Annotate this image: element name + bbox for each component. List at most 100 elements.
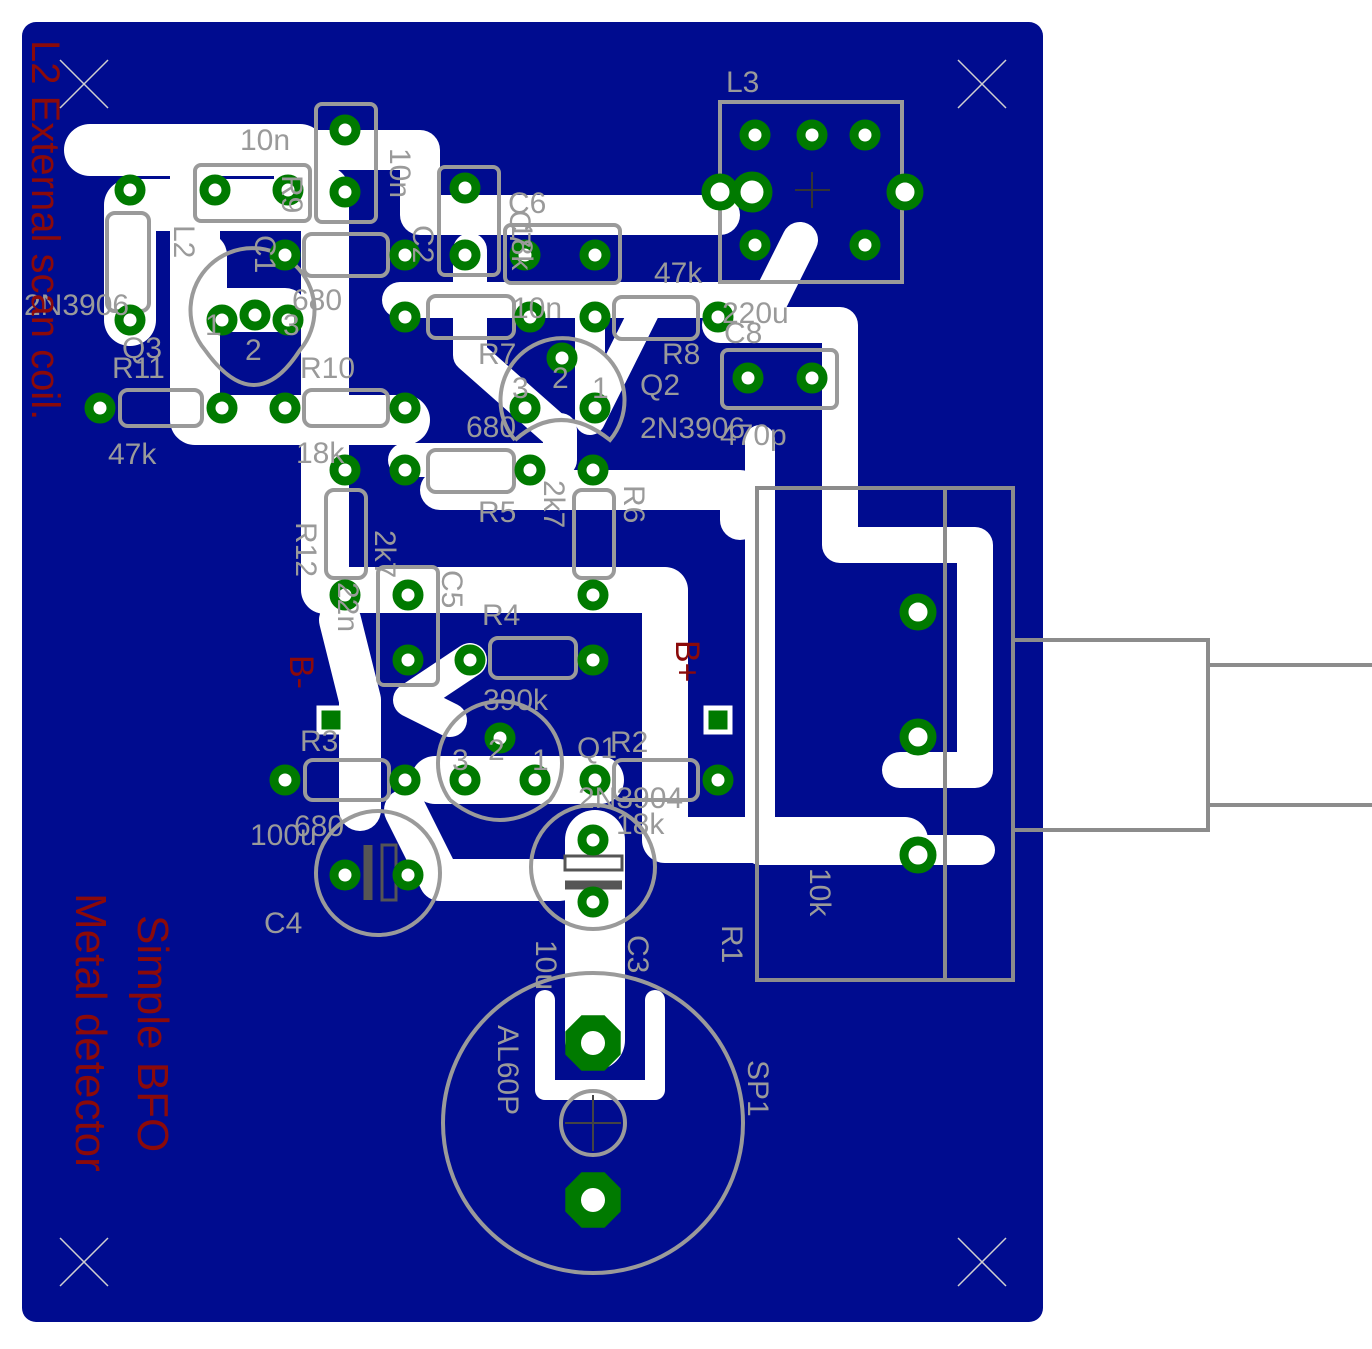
label-q1-value: 2N3904 xyxy=(578,782,683,815)
coil-note: L2 External scan coil. xyxy=(23,40,67,420)
label-r4-value: 390k xyxy=(483,684,549,717)
pad xyxy=(577,644,609,676)
electrolytic-caps xyxy=(314,803,657,937)
pad xyxy=(206,392,238,424)
pad xyxy=(329,859,361,891)
label-r10-value: 18k xyxy=(296,437,345,470)
label-r2: R2 xyxy=(610,726,648,759)
label-r9: R9 xyxy=(275,175,308,213)
transistor-outlines xyxy=(188,246,627,822)
label-sp1: SP1 xyxy=(741,1060,774,1117)
label-c4: C4 xyxy=(264,907,302,940)
pad xyxy=(546,342,578,374)
title-line-2: Metal detector xyxy=(66,893,115,1172)
label-r5: R5 xyxy=(478,496,516,529)
pad xyxy=(579,239,611,271)
board xyxy=(22,22,1043,1322)
label-c1-value: 10n xyxy=(240,124,290,157)
silkscreen-labels: L3 10n C6 47k 220u C8 680 2N3906 Q3 R11 … xyxy=(24,66,836,1117)
pad xyxy=(509,239,541,271)
pad xyxy=(702,301,734,333)
label-c9-value: 220u xyxy=(722,297,789,330)
label-c3-value: 10u xyxy=(529,940,562,990)
pad xyxy=(849,119,881,151)
label-r12: R12 xyxy=(289,522,322,577)
pad xyxy=(389,301,421,333)
label-q1: Q1 xyxy=(577,732,617,765)
pad xyxy=(577,454,609,486)
label-r8-value: 47k xyxy=(654,257,703,290)
pad xyxy=(732,362,764,394)
label-r10: R10 xyxy=(300,352,355,385)
pad-bminus xyxy=(316,705,346,735)
label-c7: C7 xyxy=(503,210,536,248)
q2-pin3: 3 xyxy=(512,372,529,405)
pad xyxy=(514,454,546,486)
pads xyxy=(84,114,937,1228)
pad xyxy=(899,718,937,756)
label-c2: C2 xyxy=(406,225,439,263)
pad xyxy=(886,173,924,211)
label-r4: R4 xyxy=(482,599,520,632)
label-q3-value: 2N3906 xyxy=(24,289,129,322)
pad xyxy=(272,174,304,206)
pad xyxy=(579,764,611,796)
label-r1-value: 10k xyxy=(803,868,836,917)
title-line-1: Simple BFO xyxy=(128,915,177,1152)
pad xyxy=(509,392,541,424)
pad xyxy=(449,172,481,204)
pad xyxy=(272,304,304,336)
pad-bplus xyxy=(703,705,733,735)
pad xyxy=(739,229,771,261)
pad xyxy=(269,392,301,424)
label-bminus: B- xyxy=(282,655,320,689)
pad xyxy=(239,299,271,331)
pad xyxy=(114,174,146,206)
pad xyxy=(519,764,551,796)
label-r2-value: 18k xyxy=(616,808,665,841)
pad xyxy=(389,764,421,796)
label-c7-value: 10n xyxy=(512,292,562,325)
pad xyxy=(701,173,739,211)
q1-pin1: 1 xyxy=(532,744,549,777)
pad xyxy=(206,304,238,336)
pot-r1-outline xyxy=(755,486,1372,982)
label-r8: R8 xyxy=(662,338,700,371)
pad xyxy=(329,114,361,146)
mounting-holes xyxy=(59,59,1007,1287)
pad xyxy=(114,304,146,336)
pad xyxy=(389,239,421,271)
pad xyxy=(579,392,611,424)
label-r7-value: 18k xyxy=(505,222,538,271)
q1-pin3: 3 xyxy=(452,744,469,777)
q2-pin2: 2 xyxy=(552,362,569,395)
label-r11: R11 xyxy=(112,352,165,385)
label-c8: C8 xyxy=(724,317,762,350)
pad xyxy=(514,301,546,333)
pad xyxy=(849,229,881,261)
pad xyxy=(731,171,773,213)
pad xyxy=(392,644,424,676)
label-c6: C6 xyxy=(508,187,546,220)
label-c8-value: 470p xyxy=(720,419,787,452)
pad xyxy=(796,362,828,394)
pad xyxy=(579,301,611,333)
pin-numbers: 1 2 3 1 2 3 1 2 3 xyxy=(205,309,609,777)
label-r7: R7 xyxy=(478,338,516,371)
q2-pin1: 1 xyxy=(592,372,609,405)
label-bplus: B+ xyxy=(668,640,706,683)
q1-pin2: 2 xyxy=(488,734,505,767)
label-r3-value: 680 xyxy=(294,810,344,843)
pad xyxy=(577,579,609,611)
label-r5-value: 680 xyxy=(466,411,516,444)
label-q2: Q2 xyxy=(640,369,680,402)
pad xyxy=(269,764,301,796)
q3-pin1: 1 xyxy=(205,309,222,342)
pad xyxy=(577,886,609,918)
pad xyxy=(899,593,937,631)
pad xyxy=(389,392,421,424)
pad xyxy=(796,119,828,151)
label-r12-value: 2k7 xyxy=(368,530,401,578)
pad xyxy=(449,764,481,796)
pad xyxy=(577,824,609,856)
